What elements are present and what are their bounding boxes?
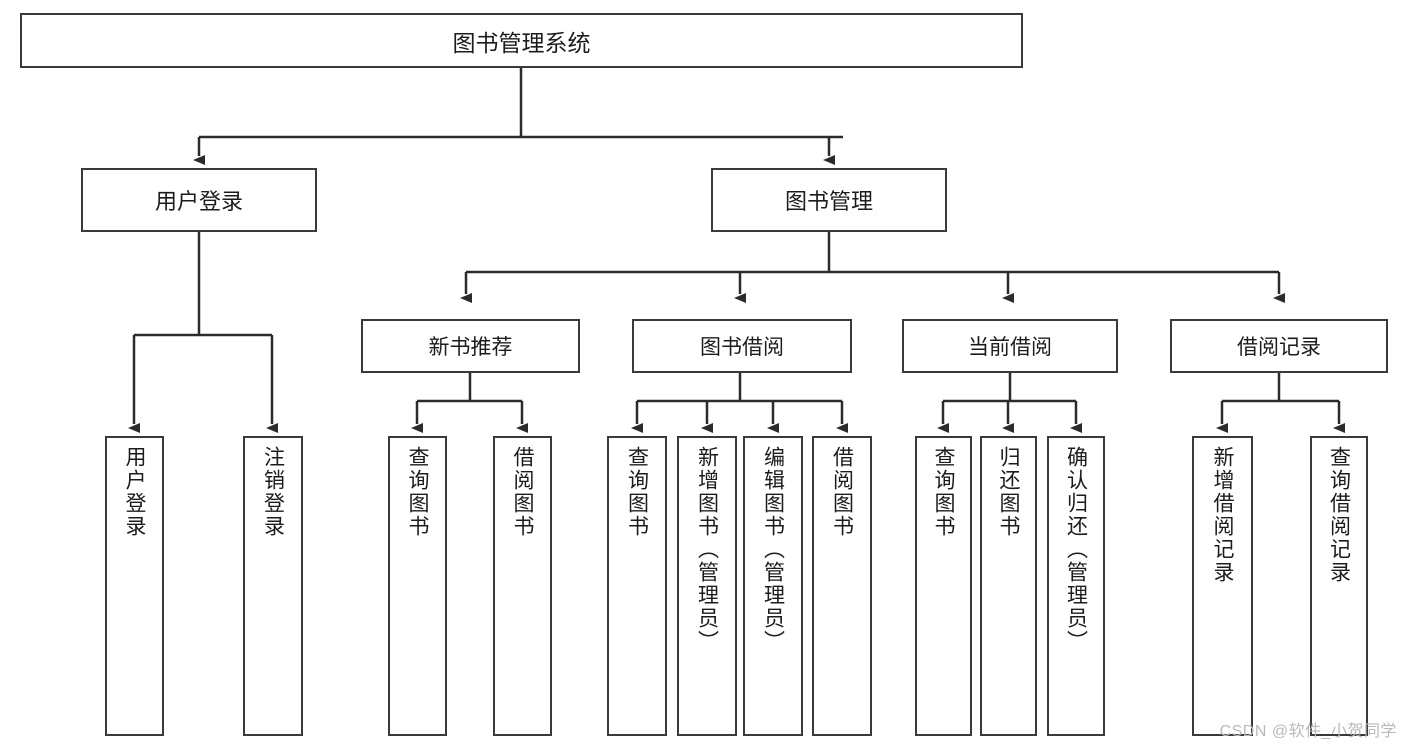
leaf-label: 注销登录	[261, 446, 285, 538]
leaf-record-add[interactable]: 新增借阅记录	[1192, 436, 1253, 736]
leaf-label: 用户登录	[123, 446, 146, 538]
leaf-label: 查询借阅记录	[1327, 446, 1351, 584]
leaf-new-book-borrow[interactable]: 借阅图书	[493, 436, 552, 736]
leaf-label: 查询图书	[406, 446, 429, 538]
leaf-current-query-book[interactable]: 查询图书	[915, 436, 972, 736]
node-book-borrow-label: 图书借阅	[700, 336, 784, 359]
leaf-label: 确认归还（管理员）	[1064, 446, 1088, 653]
leaf-record-query[interactable]: 查询借阅记录	[1310, 436, 1368, 736]
leaf-user-login-signin[interactable]: 用户登录	[105, 436, 164, 736]
leaf-label: 编辑图书（管理员）	[761, 446, 785, 653]
node-new-book-recommend-label: 新书推荐	[428, 336, 513, 359]
leaf-label: 借阅图书	[511, 446, 534, 538]
node-root[interactable]: 图书管理系统	[20, 13, 1023, 68]
leaf-label: 查询图书	[932, 446, 955, 538]
leaf-borrow-borrow-book[interactable]: 借阅图书	[812, 436, 872, 736]
node-borrow-record-label: 借阅记录	[1237, 336, 1321, 359]
node-user-login-label: 用户登录	[154, 189, 243, 214]
node-book-management-label: 图书管理	[784, 189, 873, 214]
leaf-label: 新增借阅记录	[1211, 446, 1234, 584]
leaf-current-return-book[interactable]: 归还图书	[980, 436, 1037, 736]
node-user-login[interactable]: 用户登录	[81, 168, 317, 232]
leaf-label: 借阅图书	[830, 446, 854, 538]
leaf-label: 归还图书	[997, 446, 1020, 538]
leaf-label: 查询图书	[625, 446, 649, 538]
node-current-borrow-label: 当前借阅	[968, 336, 1052, 359]
leaf-label: 新增图书（管理员）	[695, 446, 719, 653]
leaf-user-login-signout[interactable]: 注销登录	[243, 436, 303, 736]
leaf-borrow-add-book[interactable]: 新增图书（管理员）	[677, 436, 737, 736]
leaf-new-book-query[interactable]: 查询图书	[388, 436, 447, 736]
node-borrow-record[interactable]: 借阅记录	[1170, 319, 1388, 373]
node-current-borrow[interactable]: 当前借阅	[902, 319, 1118, 373]
watermark: CSDN @软件_小贺同学	[1219, 723, 1397, 740]
node-book-borrow[interactable]: 图书借阅	[632, 319, 852, 373]
node-new-book-recommend[interactable]: 新书推荐	[361, 319, 580, 373]
node-book-management[interactable]: 图书管理	[711, 168, 947, 232]
node-root-label: 图书管理系统	[452, 29, 591, 56]
leaf-borrow-query-book[interactable]: 查询图书	[607, 436, 667, 736]
leaf-borrow-edit-book[interactable]: 编辑图书（管理员）	[743, 436, 803, 736]
leaf-current-confirm-return[interactable]: 确认归还（管理员）	[1047, 436, 1105, 736]
